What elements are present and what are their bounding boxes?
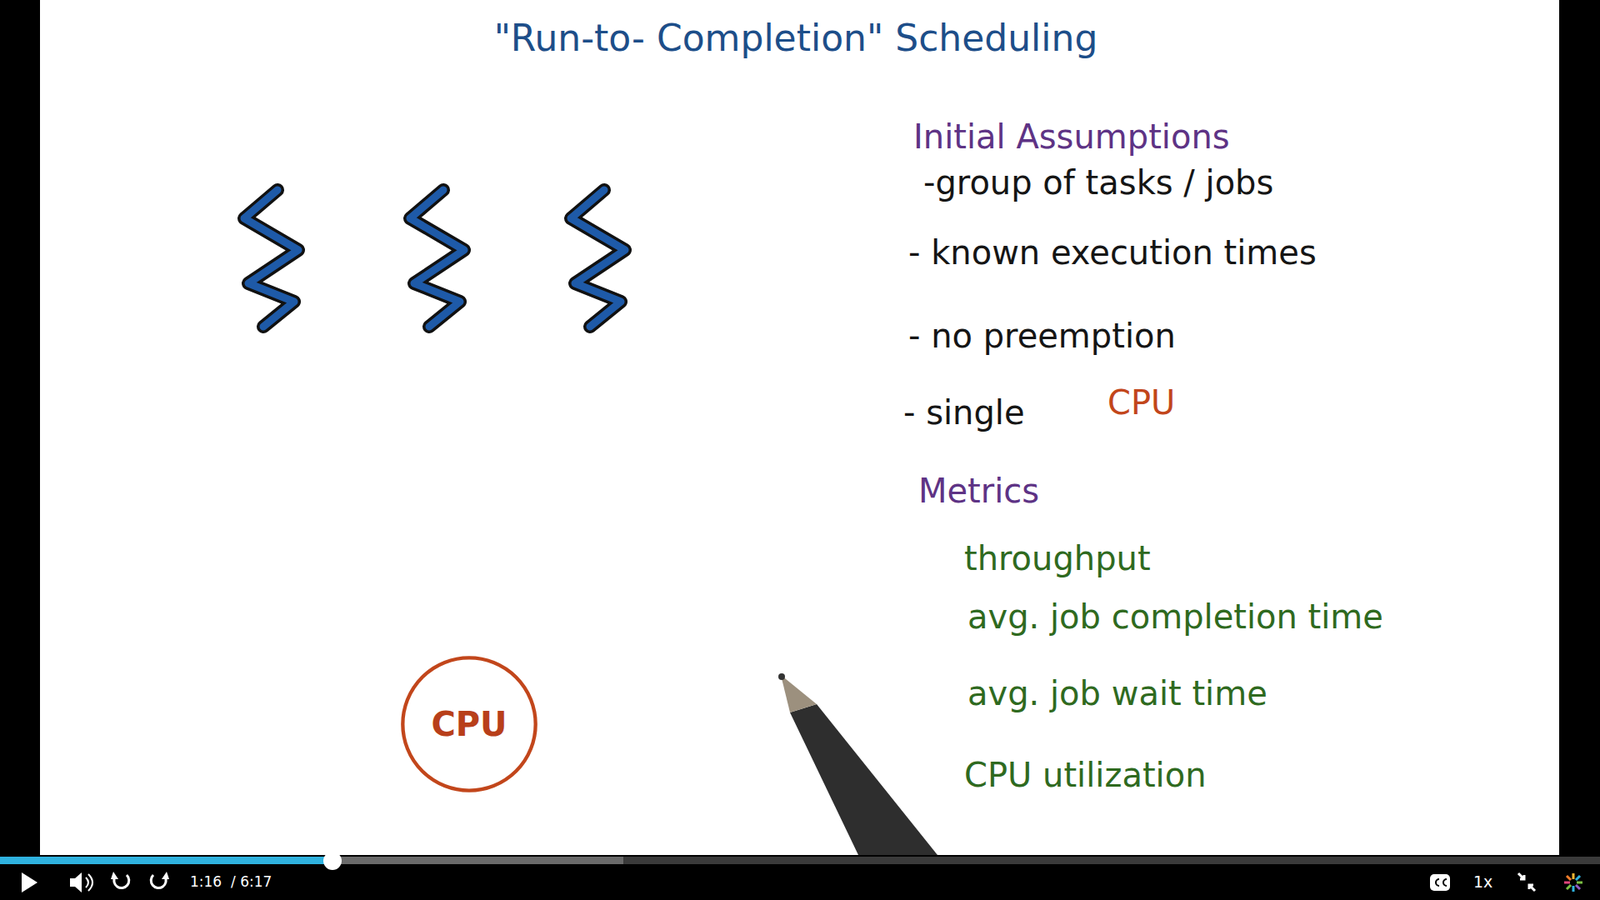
assumption-item: - single (903, 392, 1025, 433)
assumption-item: - known execution times (908, 232, 1317, 273)
time-current: 1:16 (190, 873, 222, 890)
thread-squiggles (244, 190, 625, 327)
assumption-item: - no preemption (908, 315, 1176, 356)
metric-item: throughput (964, 538, 1151, 579)
node-label: CPU (430, 705, 507, 744)
metric-item: avg. job wait time (967, 673, 1268, 714)
cpu-circle: CPU (400, 655, 539, 794)
assumption-item: -group of tasks / jobs (923, 162, 1274, 203)
speed-control: 1x (1473, 872, 1493, 892)
section-heading: Metrics (918, 470, 1040, 511)
pen (778, 673, 938, 855)
video-controls (0, 851, 1600, 900)
metric-item: CPU utilization (964, 755, 1207, 795)
time-total: / 6:17 (230, 873, 272, 890)
section-heading: Initial Assumptions (913, 116, 1230, 157)
slide-title: "Run-to- Completion" Scheduling (494, 16, 1099, 61)
metric-item: avg. job completion time (967, 596, 1384, 637)
cpu-word: CPU (1107, 382, 1175, 423)
